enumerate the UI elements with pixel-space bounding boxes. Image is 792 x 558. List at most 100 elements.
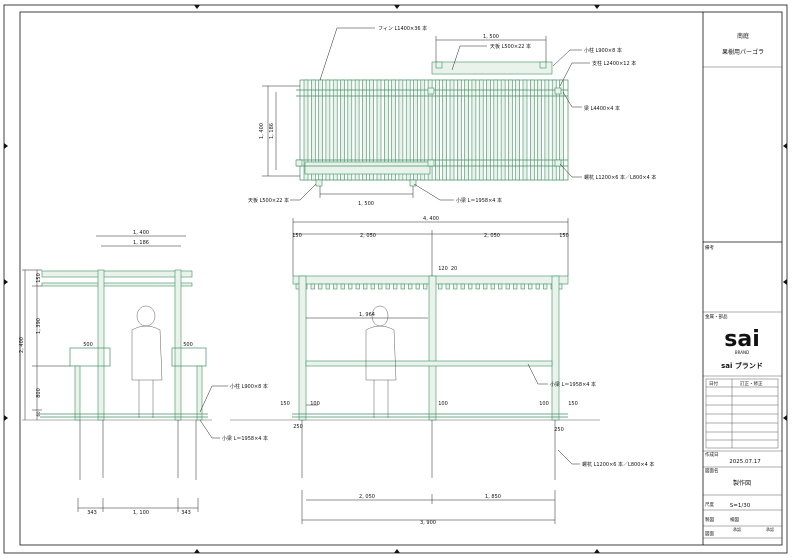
front-dim-150a: 150 — [292, 233, 302, 239]
created-date: 2025.07.17 — [729, 459, 761, 465]
front-anchor-label: 螺杭 L1200×6 本／L800×4 本 — [582, 461, 654, 468]
plan-fin-slat — [435, 79, 440, 181]
plan-fin-slat — [508, 79, 513, 181]
front-fin-slat — [520, 283, 525, 290]
front-dim-4400: 4, 400 — [423, 216, 439, 222]
front-dim-120: 120 — [438, 266, 448, 272]
plan-fin-slat — [347, 79, 353, 181]
side-anchors — [79, 420, 197, 480]
front-dim-250a: 250 — [293, 424, 303, 430]
side-dim-343a: 343 — [87, 510, 97, 516]
plan-fin-slat — [544, 79, 550, 181]
front-fin-slat — [535, 283, 540, 290]
front-fin-slat — [325, 283, 330, 290]
front-fin-slat — [468, 283, 473, 290]
side-dim-500b: 500 — [183, 342, 193, 348]
plan-fin-slat — [486, 79, 491, 181]
check-label: 承認 — [733, 526, 741, 532]
drawing-name-label: 図面名 — [705, 467, 719, 474]
front-fin-slat — [505, 283, 510, 290]
front-fin-slat — [423, 283, 428, 290]
plan-fin-slat — [515, 79, 521, 181]
drawing-name: 製作図 — [733, 479, 751, 487]
plan-fin-slat — [332, 79, 338, 181]
front-fin-slat — [438, 283, 443, 290]
front-fin-slat — [445, 283, 450, 290]
plan-fin-slat — [325, 79, 331, 181]
plan-fin-slat — [456, 79, 462, 181]
front-fins — [295, 283, 563, 290]
front-fin-slat — [378, 283, 383, 290]
plan-fin-slat — [537, 79, 542, 181]
plan-fin-slat — [310, 79, 316, 181]
front-dim-1850: 1, 850 — [485, 494, 501, 500]
plan-dim-1400: 1, 400 — [259, 123, 265, 139]
plan-top-board-bottom-label: 天板 L500×22 本 — [248, 197, 289, 204]
brand-sub: BRAND — [735, 350, 749, 355]
front-fin-slat — [363, 283, 368, 290]
front-fin-slat — [385, 283, 390, 290]
front-dim-20: 20 — [451, 266, 457, 272]
remarks-label: 備考 — [705, 244, 714, 251]
plan-fin-slat — [478, 79, 484, 181]
front-fin-slat — [393, 283, 398, 290]
side-dim-150: 150 — [36, 273, 42, 283]
created-label: 作成日 — [705, 451, 719, 458]
front-fin-slat — [400, 283, 405, 290]
brand-logo: sai — [724, 327, 759, 352]
front-dim-1964: 1, 964 — [359, 312, 375, 318]
side-dim-500a: 500 — [83, 342, 93, 348]
sheet-inner-border — [19, 11, 783, 546]
plan-beam-label: 梁 L4400×4 本 — [584, 105, 620, 112]
front-fin-slat — [408, 283, 413, 290]
plan-view — [262, 27, 590, 201]
front-dim-100b: 100 — [438, 401, 448, 407]
plan-top-board-label: 天板 L500×22 本 — [490, 43, 531, 50]
plan-fin-slat — [471, 79, 477, 181]
drawing-no-label: 製図 — [705, 516, 714, 523]
plan-fin-slat — [427, 79, 433, 181]
drawn-by-label: 図面 — [705, 531, 714, 537]
front-small-beam-label: 小梁 L＝1958×4 本 — [550, 381, 596, 388]
project-line-2: 果樹用パーゴラ — [722, 48, 764, 56]
scale-label: 尺度 — [705, 501, 714, 508]
plan-fin-slat — [493, 79, 499, 181]
plan-fin-slat — [464, 79, 469, 181]
side-view — [22, 235, 228, 512]
plan-fin-slat — [522, 79, 528, 181]
check2-label: 承認 — [766, 526, 774, 532]
plan-small-beam-label: 小梁 L＝1958×4 本 — [456, 197, 502, 204]
front-fin-slat — [333, 283, 338, 290]
front-dim-150d: 150 — [568, 401, 578, 407]
plan-fin-slat — [369, 79, 375, 181]
revision-note-label: 訂正・修正 — [740, 380, 763, 387]
front-view — [230, 218, 600, 524]
title-block — [702, 12, 782, 545]
plan-fin-slat — [398, 79, 404, 181]
plan-small-post-label: 小柱 L900×8 本 — [584, 47, 622, 54]
plan-fin-slat — [442, 79, 448, 181]
front-fin-slat — [483, 283, 488, 290]
plan-support-post-label: 支柱 L2400×12 本 — [592, 60, 636, 67]
side-person — [131, 305, 163, 418]
plan-fin-slat — [376, 79, 382, 181]
front-person — [365, 305, 397, 418]
plan-dim-1186: 1, 186 — [269, 123, 275, 139]
plan-anchor-label: 螺杭 L1200×6 本／L800×4 本 — [584, 174, 656, 181]
front-fin-slat — [348, 283, 353, 290]
front-dim-2050c: 2, 050 — [359, 494, 375, 500]
plan-fin-slat — [383, 79, 389, 181]
scale-value: S=1/30 — [730, 503, 751, 509]
side-dim-1100: 1, 100 — [133, 510, 149, 516]
front-fin-slat — [310, 283, 315, 290]
plan-fin-slat — [420, 79, 426, 181]
front-fin-slat — [415, 283, 420, 290]
center-marks — [4, 5, 787, 553]
front-dim-2050b: 2, 050 — [484, 233, 500, 239]
plan-fins — [303, 79, 564, 181]
front-fin-slat — [318, 283, 323, 290]
front-fin-slat — [340, 283, 345, 290]
front-fin-slat — [543, 283, 548, 290]
side-dim-1390: 1, 390 — [36, 318, 42, 334]
